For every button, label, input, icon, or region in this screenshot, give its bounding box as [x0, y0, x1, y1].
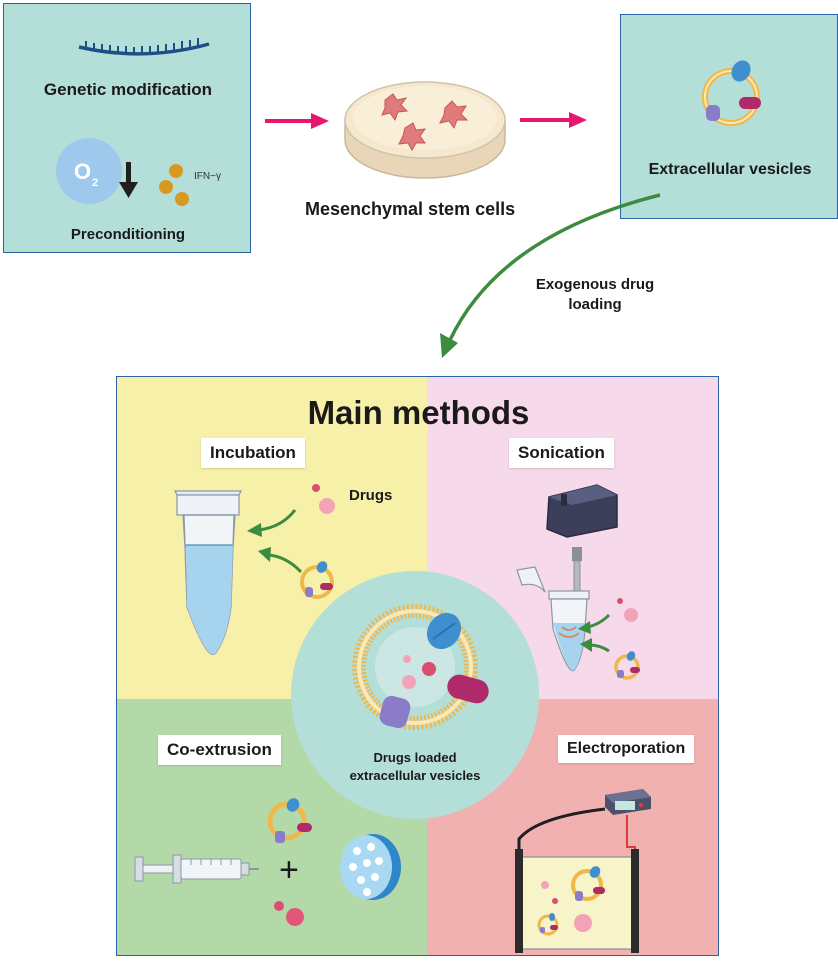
- drug-dot-small-3: [274, 901, 284, 911]
- drug-dot-large-4: [574, 914, 592, 932]
- drug-dot-large-2: [624, 608, 638, 622]
- electroporator-icon: [605, 789, 651, 815]
- vesicle-icon: [702, 60, 761, 126]
- small-vesicle-icon-3: [267, 798, 312, 843]
- loading-arrow: [440, 193, 661, 358]
- loaded-vesicle-icon: [352, 604, 489, 730]
- o2-subscript: 2: [92, 177, 98, 189]
- green-arrow-vesicle: [268, 553, 303, 574]
- drug-dot-small-2: [617, 598, 623, 604]
- co-extrusion-label: Co-extrusion: [158, 735, 281, 765]
- pink-arrow-right: [520, 112, 587, 128]
- msc-label: Mesenchymal stem cells: [305, 199, 516, 219]
- pink-arrow-left: [265, 113, 329, 129]
- drug-dot-small-1: [312, 484, 320, 492]
- panel-title: Main methods: [307, 394, 530, 431]
- drug-dot-large-3: [286, 908, 304, 926]
- center-circle: [291, 571, 539, 819]
- small-vesicle-icon-1: [300, 561, 334, 599]
- syringe-icon: [134, 854, 259, 884]
- plus-sign: +: [279, 851, 299, 889]
- drug-dot-large-1: [319, 498, 335, 514]
- down-arrow-icon: [119, 162, 138, 198]
- loading-label-line2: loading: [568, 296, 622, 313]
- o2-symbol: O: [74, 159, 91, 184]
- petri-dish-icon: [344, 81, 506, 179]
- genetic-modification-label: Genetic modification: [43, 80, 213, 99]
- green-arrow-drugs: [258, 509, 297, 532]
- small-vesicle-icon-4: [571, 866, 605, 901]
- preconditioning-label: Preconditioning: [70, 226, 186, 243]
- ev-art: [702, 60, 761, 126]
- cuvette-icon: [515, 849, 639, 953]
- center-label-line1: Drugs loaded: [373, 750, 456, 765]
- cytokine-dots-icon: [159, 164, 189, 206]
- loading-label: Exogenous drug loading: [525, 276, 665, 313]
- drug-dot-small-5: [552, 898, 558, 904]
- drugs-label: Drugs: [349, 487, 393, 504]
- black-wire: [517, 807, 606, 852]
- main-methods-panel: Drugs loaded extracellular vesicles: [116, 376, 719, 956]
- incubation-label: Incubation: [201, 438, 305, 468]
- oxygen-circle-icon: [56, 138, 122, 204]
- dna-strand-icon: [78, 38, 210, 56]
- small-vesicle-icon-2: [614, 651, 640, 680]
- ifn-label: IFN−γ: [194, 171, 221, 182]
- membrane-filter-icon: [340, 834, 401, 900]
- ev-label: Extracellular vesicles: [648, 161, 812, 178]
- electroporation-label: Electroporation: [558, 735, 695, 763]
- sonication-label: Sonication: [509, 438, 614, 468]
- sonication-tube-icon: [516, 566, 590, 672]
- center-label-line2: extracellular vesicles: [350, 768, 481, 783]
- ev-box: Extracellular vesicles: [620, 14, 838, 219]
- loading-label-line1: Exogenous drug: [535, 276, 655, 293]
- microtube-icon: [174, 490, 242, 655]
- preconditioning-art: O 2 IFN−γ: [56, 38, 221, 206]
- msc-art: [265, 81, 587, 179]
- methods-art: Drugs loaded extracellular vesicles: [134, 436, 651, 953]
- drug-dot-small-4: [541, 881, 549, 889]
- small-vesicle-icon-5: [537, 913, 559, 936]
- preconditioning-box: O 2 IFN−γ Genetic modification Precondit…: [3, 3, 251, 253]
